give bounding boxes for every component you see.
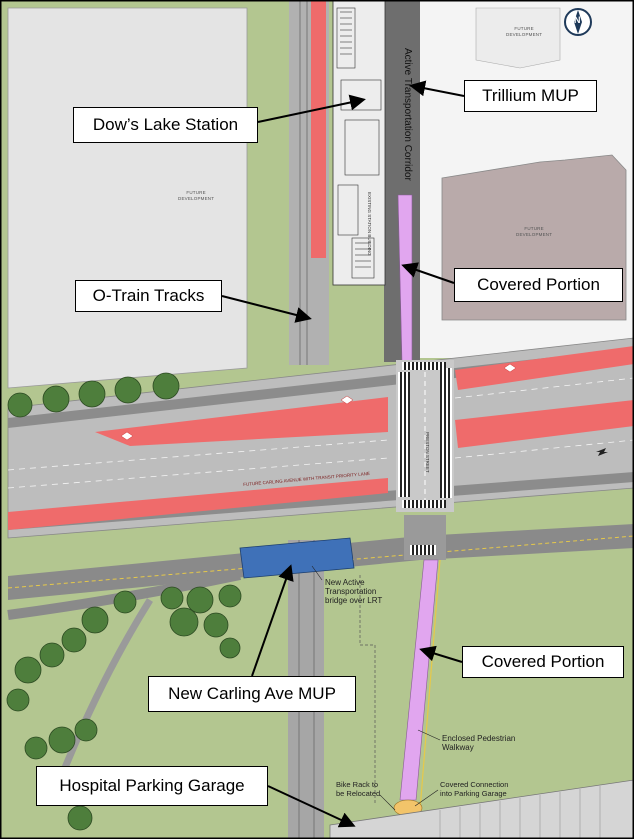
arrow-hospital-parking	[267, 785, 356, 828]
callout-hospital-parking-garage: Hospital Parking Garage	[36, 766, 268, 806]
label-existing-station-building: EXISTING STATION BUILDING	[367, 192, 372, 256]
north-arrow-icon	[564, 8, 592, 36]
transit-lane-sw	[8, 478, 388, 530]
parking-garage-building	[329, 779, 634, 839]
label-active-transportation-corridor: Active Transportation Corridor	[402, 48, 413, 181]
crosswalk-north	[402, 362, 446, 370]
tree-cluster-park	[6, 584, 242, 831]
compass-label: N	[574, 15, 581, 25]
crosswalk-east	[440, 368, 452, 498]
callout-new-carling-mup: New Carling Ave MUP	[148, 676, 356, 712]
transit-lane-se	[455, 400, 634, 448]
transit-lane-nw	[95, 397, 388, 446]
label-future-development-nw: FUTURE DEVELOPMENT	[178, 190, 215, 201]
station-platform	[311, 0, 326, 258]
carling-south-sidewalk	[8, 472, 634, 530]
crosswalk-south	[402, 500, 446, 508]
label-enclosed-walkway: Enclosed Pedestrian Walkway	[442, 734, 516, 752]
callout-trillium-mup: Trillium MUP	[464, 80, 597, 112]
label-new-bridge: New Active Transportation bridge over LR…	[325, 578, 383, 605]
callout-dows-lake-station: Dow’s Lake Station	[73, 107, 258, 143]
callout-covered-portion-top: Covered Portion	[454, 268, 623, 302]
arrow-covered-portion-top	[401, 262, 455, 284]
crosswalk-west	[398, 372, 410, 497]
compass: N	[562, 6, 594, 38]
callout-covered-portion-bottom: Covered Portion	[462, 646, 624, 678]
covered-walkway-south	[399, 559, 439, 801]
label-future-development-east: FUTURE DEVELOPMENT	[516, 226, 553, 237]
callout-otrain-tracks: O-Train Tracks	[75, 280, 222, 312]
arrow-covered-portion-bottom	[419, 645, 463, 663]
label-preston-street: PRESTON STREET	[425, 432, 430, 473]
arrow-trillium-mup	[409, 80, 465, 97]
station-complex	[332, 0, 386, 286]
label-future-development-ne: FUTURE DEVELOPMENT	[506, 26, 543, 37]
arrow-dows-lake-station	[257, 94, 366, 123]
transit-lane-ne	[455, 346, 634, 390]
label-covered-connection: Covered Connection into Parking Garage	[440, 780, 509, 798]
arrow-new-carling-mup	[251, 564, 294, 677]
future-development-parcel-ne	[475, 7, 561, 69]
tree-row-north	[7, 372, 180, 418]
turn-arrow-icon	[596, 448, 608, 456]
active-transportation-bridge	[239, 537, 355, 579]
arrow-otrain-tracks	[221, 295, 312, 323]
label-bike-rack: Bike Rack to be Relocated	[336, 780, 381, 798]
